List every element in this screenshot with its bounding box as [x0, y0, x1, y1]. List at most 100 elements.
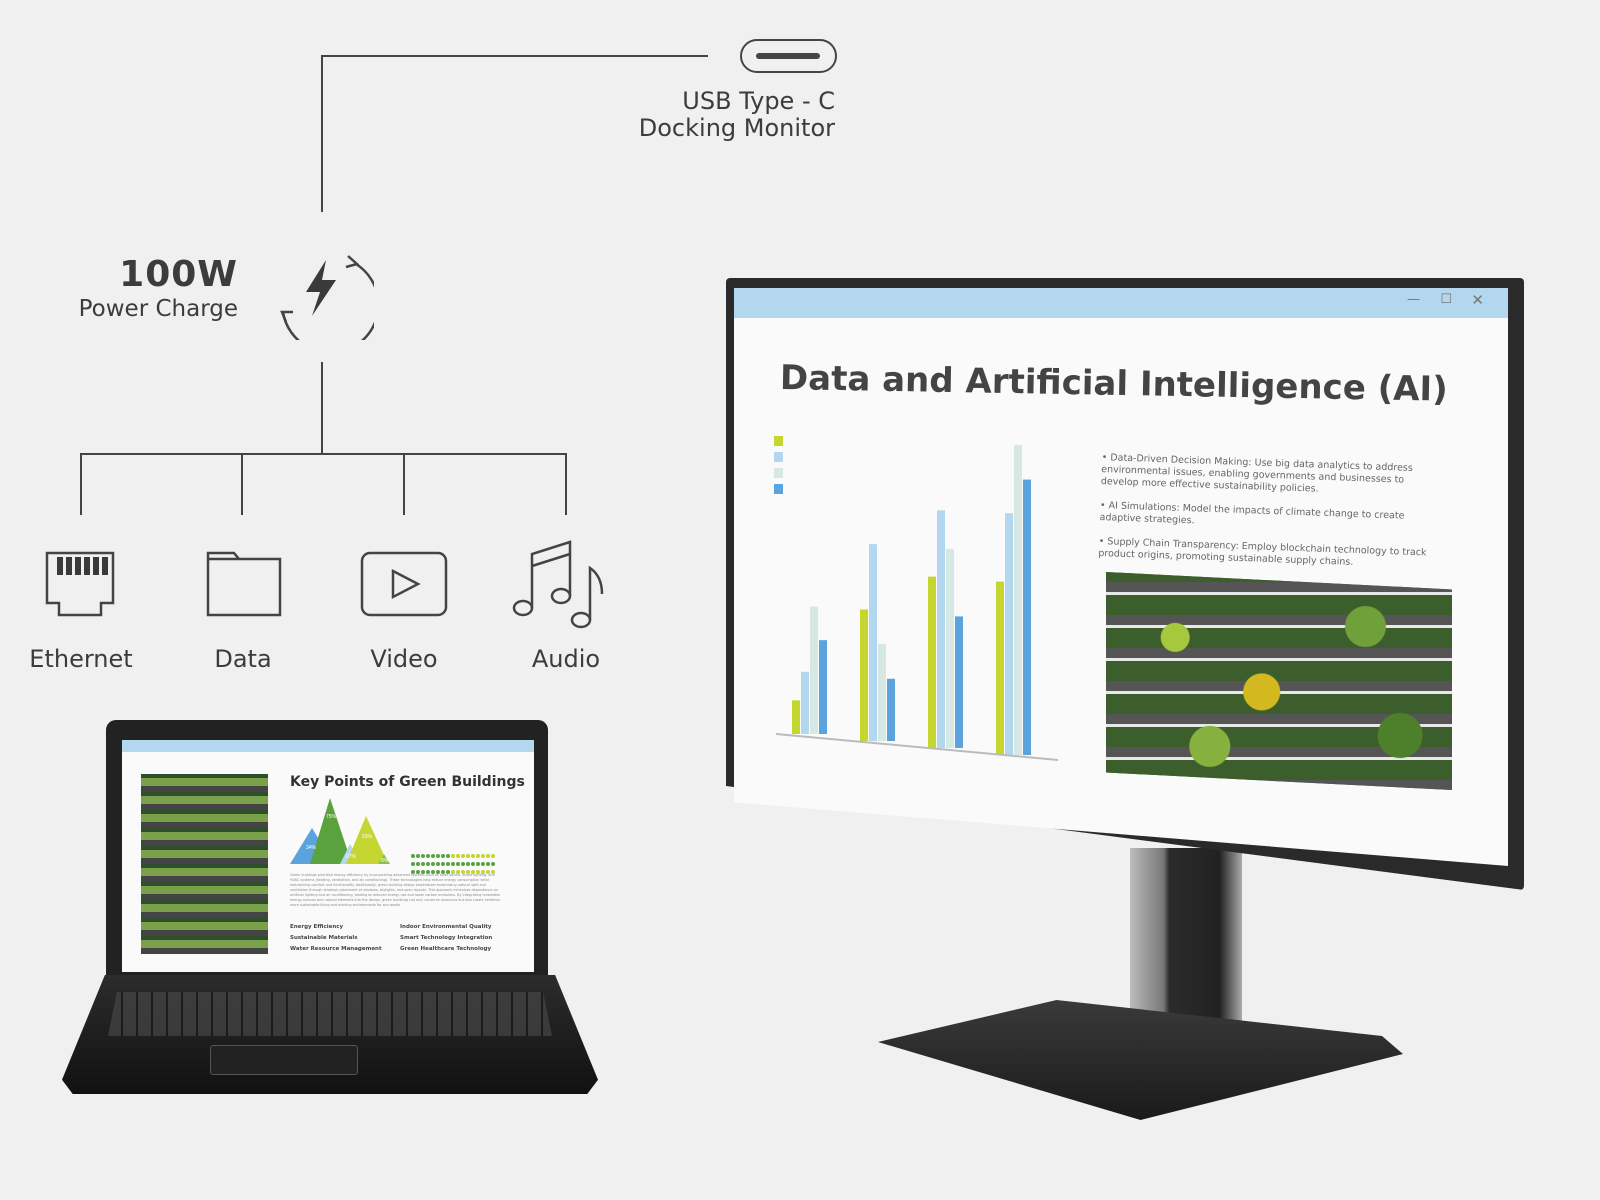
dot — [430, 870, 435, 874]
bar — [946, 549, 954, 748]
monitor-screen: — ☐ ✕ Data and Artificial Intelligence (… — [734, 288, 1508, 866]
legend-swatch — [774, 484, 783, 494]
folder-icon — [206, 551, 282, 617]
dot — [420, 870, 425, 874]
dot — [420, 862, 425, 866]
dot — [465, 854, 470, 858]
x-axis — [775, 733, 1059, 761]
maximize-icon[interactable]: ☐ — [1440, 292, 1452, 307]
usb-c-port-icon — [740, 39, 837, 73]
dot — [435, 870, 440, 874]
bullet-item: Green Healthcare Technology — [400, 946, 492, 952]
dot — [425, 854, 430, 858]
dot — [440, 854, 445, 858]
slide-title: Key Points of Green Buildings — [290, 774, 525, 790]
slide-title: Data and Artificial Intelligence (AI) — [779, 358, 1449, 410]
power-value: 100W — [119, 254, 238, 295]
dot — [470, 854, 475, 858]
bar — [1014, 444, 1022, 755]
window-title-bar — [122, 740, 534, 752]
dot — [410, 862, 415, 866]
dot — [430, 862, 435, 866]
feature-label-data: Data — [214, 645, 272, 673]
triangle-chart: 75%34%27%63%8% — [290, 798, 390, 864]
feature-label-audio: Audio — [531, 645, 601, 673]
dot — [445, 854, 450, 858]
dot — [490, 862, 495, 866]
bar — [1005, 513, 1013, 755]
dot — [425, 862, 430, 866]
dot — [450, 862, 455, 866]
slide-paragraph: Green buildings prioritize energy effici… — [290, 873, 502, 907]
bar — [928, 576, 936, 748]
dot — [490, 870, 495, 874]
connector-line — [321, 362, 323, 454]
dot — [485, 862, 490, 866]
bullet-item: Indoor Environmental Quality — [400, 924, 492, 930]
dot — [480, 870, 485, 874]
video-play-icon — [360, 551, 448, 617]
connector-line — [322, 55, 708, 57]
dot — [410, 870, 415, 874]
bullet-text: AI Simulations: Model the impacts of cli… — [1099, 500, 1405, 527]
bar — [955, 616, 963, 748]
dot — [415, 870, 420, 874]
dot — [470, 870, 475, 874]
close-icon[interactable]: ✕ — [1471, 291, 1484, 309]
keyboard — [108, 992, 552, 1036]
connector-line — [565, 453, 567, 515]
music-notes-icon — [512, 540, 604, 629]
monitor-bullets: • Data-Driven Decision Making: Use big d… — [1098, 452, 1442, 572]
bullet-item: • AI Simulations: Model the impacts of c… — [1099, 500, 1405, 527]
dot — [455, 862, 460, 866]
dot — [450, 870, 455, 874]
bar — [996, 581, 1004, 755]
dot — [475, 862, 480, 866]
dot — [465, 862, 470, 866]
bar — [819, 640, 827, 734]
laptop-screen: Key Points of Green Buildings 75%34%27%6… — [122, 740, 534, 972]
bullet-item: Water Resource Management — [290, 946, 382, 952]
bar — [878, 644, 886, 741]
bullet-text: Supply Chain Transparency: Employ blockc… — [1098, 536, 1427, 568]
triangle-label: 63% — [362, 834, 373, 840]
dot — [415, 854, 420, 858]
connector-line — [80, 453, 82, 515]
connector-line — [241, 453, 243, 515]
feature-label-video: Video — [370, 645, 438, 673]
dot — [460, 854, 465, 858]
dot — [460, 862, 465, 866]
bullet-item: • Supply Chain Transparency: Employ bloc… — [1098, 535, 1427, 568]
dot — [420, 854, 425, 858]
dot — [435, 854, 440, 858]
ethernet-icon — [45, 551, 115, 617]
bar — [801, 671, 809, 734]
dot — [455, 854, 460, 858]
bar — [937, 510, 945, 748]
triangle-label: 8% — [381, 858, 389, 864]
dot-matrix — [410, 850, 500, 874]
building-photo — [1106, 572, 1452, 790]
dot — [430, 854, 435, 858]
dot — [470, 862, 475, 866]
legend-swatch — [774, 468, 783, 478]
bar-chart — [774, 436, 1059, 761]
power-label: Power Charge — [78, 296, 238, 322]
minimize-icon[interactable]: — — [1407, 292, 1420, 307]
dot — [450, 854, 455, 858]
dot — [475, 870, 480, 874]
legend-swatch — [774, 436, 783, 446]
dot — [480, 862, 485, 866]
dot — [485, 854, 490, 858]
bullet-item: Energy Efficiency — [290, 924, 344, 930]
bar — [860, 609, 868, 741]
window-title-bar: — ☐ ✕ — [734, 288, 1508, 318]
dot — [435, 862, 440, 866]
triangle-label: 27% — [346, 854, 357, 860]
touchpad — [210, 1045, 358, 1075]
dot — [410, 854, 415, 858]
building-photo — [141, 774, 268, 954]
dot — [440, 862, 445, 866]
legend-swatch — [774, 452, 783, 462]
